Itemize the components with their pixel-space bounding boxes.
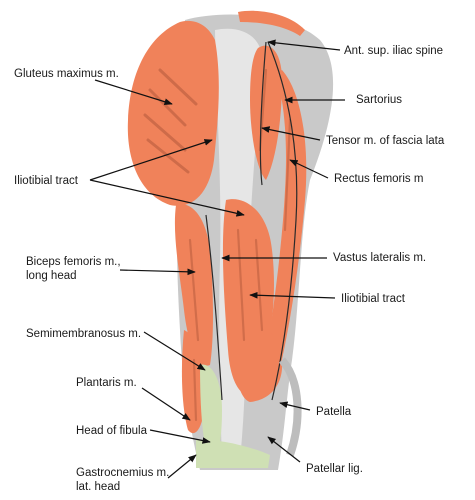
muscle-striations bbox=[188, 68, 292, 422]
label-gluteus-maximus: Gluteus maximus m. bbox=[14, 68, 119, 80]
leader-lines bbox=[89, 39, 345, 479]
label-iliotibial-tract-left: Iliotibial tract bbox=[14, 175, 78, 187]
label-iliotibial-tract-right: Iliotibial tract bbox=[341, 293, 405, 305]
label-sartorius: Sartorius bbox=[356, 94, 403, 106]
gastrocnemius-shape bbox=[196, 439, 270, 468]
label-ant-sup-iliac-spine: Ant. sup. iliac spine bbox=[344, 45, 444, 57]
tensor-fascia-lata-shape bbox=[250, 45, 282, 180]
hip-top-muscle-shape bbox=[238, 10, 305, 37]
patella-shape bbox=[278, 357, 302, 457]
label-semimembranosus: Semimembranosus m. bbox=[26, 328, 142, 340]
label-patellar-lig: Patellar lig. bbox=[306, 463, 363, 475]
semimembranosus-shape bbox=[181, 330, 206, 434]
label-gastrocnemius: Gastrocnemius m. lat. head bbox=[76, 467, 170, 493]
label-head-of-fibula: Head of fibula bbox=[76, 425, 147, 437]
label-rectus-femoris: Rectus femoris m bbox=[334, 173, 424, 185]
label-tensor-fascia-lata: Tensor m. of fascia lata bbox=[326, 135, 445, 147]
label-vastus-lateralis: Vastus lateralis m. bbox=[333, 252, 427, 264]
outline-strokes bbox=[205, 41, 298, 401]
gluteus-stripes bbox=[143, 68, 198, 174]
label-patella: Patella bbox=[316, 406, 352, 418]
label-plantaris: Plantaris m. bbox=[76, 377, 137, 389]
label-biceps-femoris: Biceps femoris m., long head bbox=[26, 256, 121, 282]
vastus-lower-shape bbox=[236, 326, 283, 402]
